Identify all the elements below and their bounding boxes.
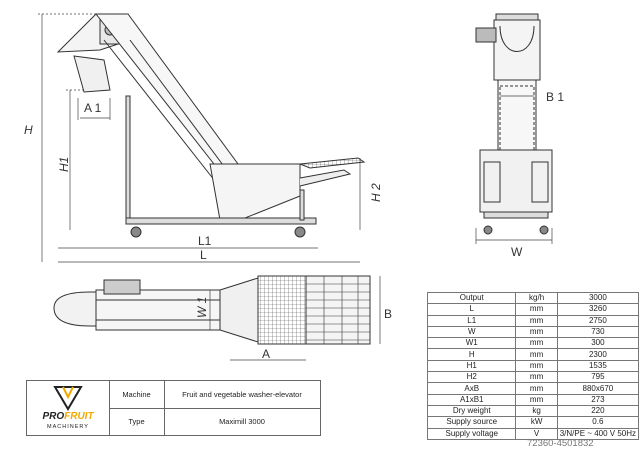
spec-param: L [426, 303, 517, 316]
spec-value: 880x670 [556, 382, 640, 395]
dim-label-b: B [384, 307, 392, 321]
spec-unit: mm [515, 382, 558, 395]
spec-unit: kg [515, 404, 558, 418]
dim-label-a: A [262, 347, 270, 361]
top-dimensions [209, 276, 381, 361]
dim-label-l: L [200, 248, 207, 262]
logo-brand-2: FRUIT [64, 411, 94, 422]
spec-value: 220 [556, 404, 640, 418]
spec-value: 3260 [556, 303, 640, 316]
spec-value: 0.6 [556, 416, 640, 429]
type-row: Type Maximill 3000 [109, 408, 320, 435]
spec-unit: V [515, 427, 558, 440]
spec-unit: mm [515, 325, 558, 339]
side-dimensions [38, 13, 361, 263]
spec-unit: mm [515, 303, 558, 316]
spec-param: W [426, 325, 517, 339]
front-dimensions [475, 95, 553, 244]
spec-param: H2 [426, 371, 517, 384]
dim-label-h2: H 2 [369, 183, 383, 202]
machine-label: Machine [109, 381, 165, 408]
spec-unit: mm [515, 348, 558, 361]
type-label: Type [109, 408, 165, 435]
dim-label-h: H [24, 123, 33, 137]
spec-param: Supply source [426, 416, 517, 429]
spec-param: L1 [426, 314, 517, 327]
spec-param: Supply voltage [426, 427, 517, 440]
spec-param: W1 [426, 337, 517, 350]
front-view [475, 13, 553, 235]
spec-value: 2750 [556, 314, 640, 327]
dim-label-b1: B 1 [546, 90, 564, 104]
dim-label-w: W [511, 245, 523, 259]
dim-label-w1: W 1 [195, 297, 209, 318]
spec-param: Dry weight [426, 404, 517, 418]
spec-unit: mm [515, 393, 558, 406]
spec-value: 273 [556, 393, 640, 406]
spec-param: H1 [426, 359, 517, 373]
spec-value: 300 [556, 337, 640, 350]
spec-value: 3000 [556, 291, 640, 305]
machine-row: Machine Fruit and vegetable washer-eleva… [109, 381, 320, 409]
side-view [56, 13, 366, 238]
logo-brand-1: PRO [42, 411, 65, 422]
dim-label-h1: H1 [57, 157, 71, 172]
spec-unit: kW [515, 416, 558, 429]
spec-value: 2300 [556, 348, 640, 361]
spec-unit: mm [515, 337, 558, 350]
title-block: PROFRUIT MACHINERY Machine Fruit and veg… [26, 380, 321, 436]
spec-value: 1535 [556, 359, 640, 373]
spec-value: 795 [556, 371, 640, 384]
type-value: Maximill 3000 [219, 417, 265, 426]
listing-watermark: 72360-4501832 [527, 438, 594, 449]
spec-value: 730 [556, 325, 640, 339]
top-view [53, 275, 371, 345]
spec-param: H [426, 348, 517, 361]
spec-unit: mm [515, 359, 558, 373]
spec-param: Output [426, 291, 517, 305]
logo-mark-icon [53, 386, 83, 411]
spec-param: A1xB1 [426, 393, 517, 406]
machine-value: Fruit and vegetable washer-elevator [182, 390, 302, 399]
logo-sub: MACHINERY [47, 424, 89, 430]
spec-param: AxB [426, 382, 517, 395]
spec-unit: mm [515, 314, 558, 327]
dim-label-l1: L1 [198, 234, 212, 248]
dim-label-a1: A 1 [84, 101, 102, 115]
spec-value: 3/N/PE ~ 400 V 50Hz [556, 427, 640, 440]
spec-unit: mm [515, 371, 558, 384]
company-logo: PROFRUIT MACHINERY [27, 381, 110, 435]
spec-unit: kg/h [515, 291, 558, 305]
